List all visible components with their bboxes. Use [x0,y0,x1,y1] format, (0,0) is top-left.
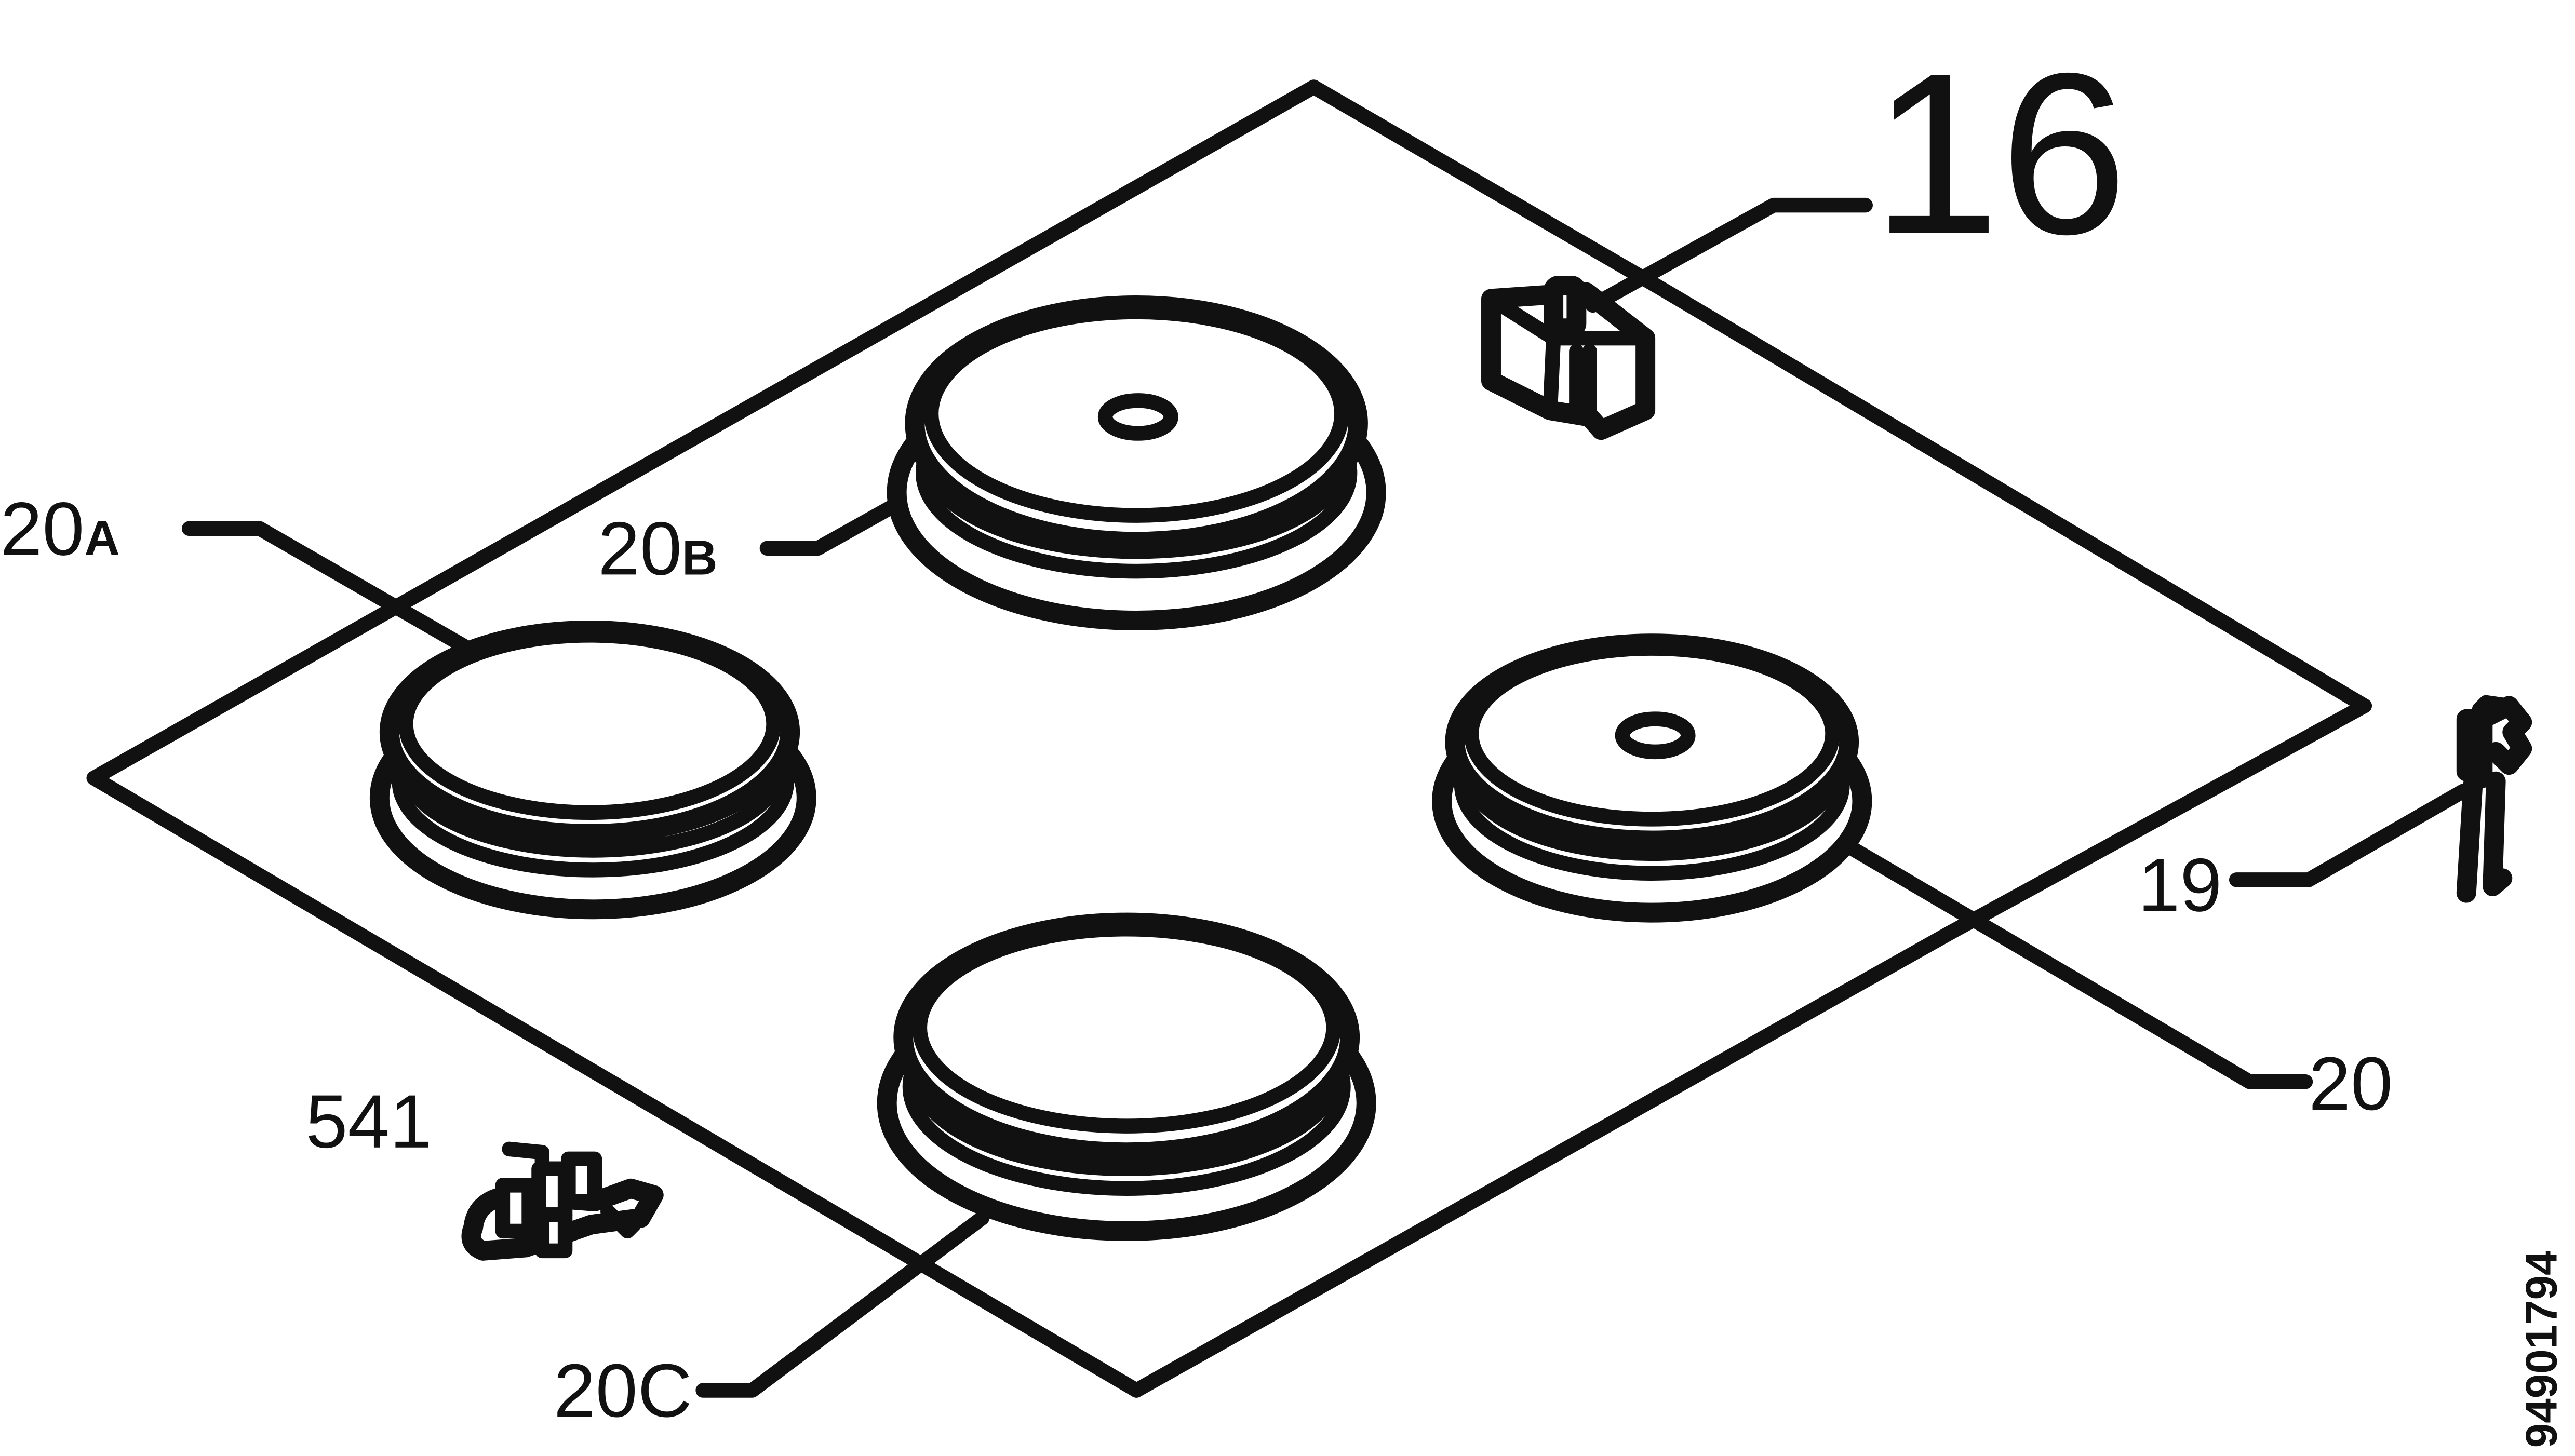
label-20a: 20A [1,486,120,571]
switch-component-16 [1481,276,1656,440]
leader-16 [1585,197,1873,313]
label-20b-letter: B [682,530,717,585]
label-19: 19 [2138,842,2222,927]
label-20a-letter: A [84,510,119,565]
document-number: 94901794 [2517,1250,2567,1448]
leader-20a [181,521,484,661]
label-20: 20 [2309,1041,2393,1126]
hotplate-20a [369,620,816,920]
leader-lines [181,197,2471,1398]
hotplate-20c [877,912,1376,1241]
label-20b-number: 20 [598,506,682,590]
leader-19 [2229,784,2471,887]
leader-20c [695,1210,990,1398]
terminal-clip-19 [2456,695,2532,903]
hob-plate [86,79,2372,1398]
label-541: 541 [306,1079,432,1164]
label-16: 16 [1872,25,2127,282]
hotplate-20b [887,295,1386,630]
leader-20b [759,495,908,556]
label-20c: 20C [554,1348,692,1433]
hotplate-20 [1432,633,1872,923]
label-20a-number: 20 [1,486,85,571]
leader-20 [1836,836,2313,1089]
label-20b: 20B [598,506,717,590]
connector-541 [461,1141,664,1261]
